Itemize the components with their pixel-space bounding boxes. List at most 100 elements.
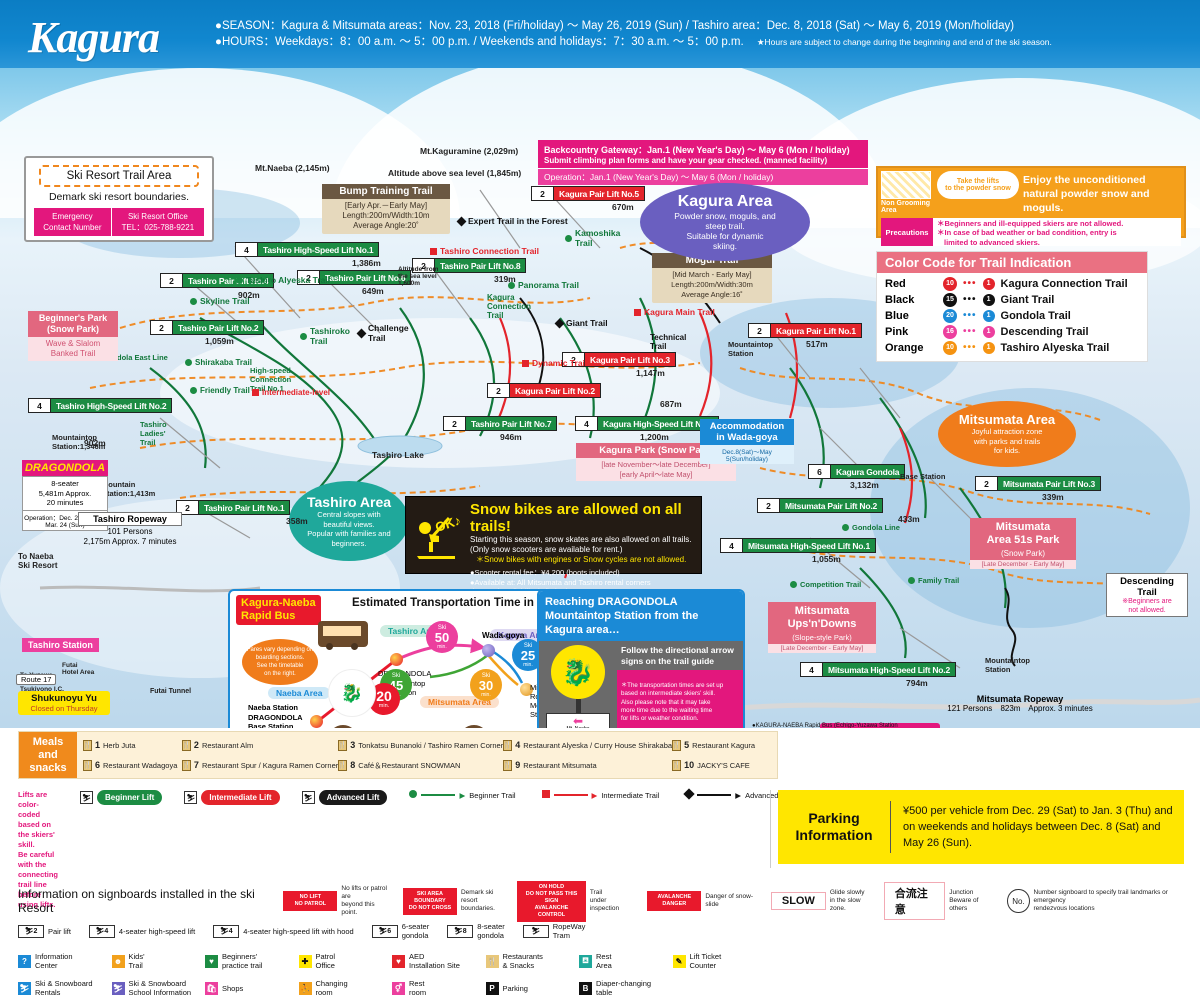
map-label-text: Gondola Line xyxy=(852,523,900,532)
mitsumata-ropeway-time: Approx. 3 minutes xyxy=(1028,704,1093,713)
lift-distance-tashiro-pair-1: 358m xyxy=(286,516,308,526)
beginner-trail-marker-icon xyxy=(190,297,197,305)
node-dragondola-top xyxy=(390,653,403,666)
backcountry-sub: Submit climbing plan forms and have your… xyxy=(544,156,828,165)
lift-icon: ⛷ xyxy=(301,791,315,804)
lift-capacity-icon: 2 xyxy=(177,501,199,514)
lift-type-icon: ⛷8 xyxy=(447,924,474,938)
map-label-text: Skyline Trail xyxy=(200,296,250,306)
sign-post xyxy=(575,699,581,713)
kagura-bubble-l2: steep trail. xyxy=(705,221,745,231)
restaurant-icon: 🍴 xyxy=(181,739,191,751)
facility-legend-item: ⛾Rest Area xyxy=(579,952,673,970)
lift-type-icon: ⛷4 xyxy=(213,924,240,938)
lift-skill-pill: ⛷Beginner Lift xyxy=(80,790,163,805)
backcountry-title: Backcountry Gateway：Jan.1 (New Year's Da… xyxy=(544,145,850,155)
descending-trail-title: Descending Trail xyxy=(1120,576,1174,598)
reaching-dragondola-panel: Reaching DRAGONDOLA Mountaintop Station … xyxy=(537,589,745,728)
lift-distance-kagura-pair-1: 517m xyxy=(806,339,828,349)
color-code-from-badge: 20 xyxy=(943,309,957,323)
trail-map-canvas[interactable]: Ski Resort Trail Area Demark ski resort … xyxy=(0,68,1200,728)
lift-capacity-icon: 4 xyxy=(721,539,743,552)
accommodation-title: Accommodation in Wada-goya xyxy=(700,419,794,445)
emergency-contact-bar: Emergency Contact Number Ski Resort Offi… xyxy=(34,208,204,236)
dragondola-logo-icon: 🐉 xyxy=(328,669,376,717)
map-label-kagura-connection: Kagura Connection Trail xyxy=(487,293,531,320)
lift-distance-kagura-pair-5: 670m xyxy=(612,202,634,212)
facility-legend-item: ⛷Ski & Snowboard School Information xyxy=(111,979,206,997)
lift-skill-pills: ⛷Beginner Lift⛷Intermediate Lift⛷Advance… xyxy=(80,790,388,805)
dragondola-length: 5,481m Approx. 20 minutes xyxy=(38,488,92,508)
backcountry-operation: Operation：Jan.1 (New Year's Day) ～ May 6… xyxy=(538,169,868,185)
ski-time-label: Ski xyxy=(523,642,533,649)
facility-label: Information Center xyxy=(35,952,73,970)
facility-label: Ski & Snowboard Rentals xyxy=(35,979,93,997)
transport-title: Estimated Transportation Time in Mt. Nae… xyxy=(352,597,592,609)
trail-marker-icon xyxy=(683,788,695,800)
lift-distance-kagura-pair-2: 687m xyxy=(660,399,682,409)
color-code-trail: Kagura Connection Trail xyxy=(1000,278,1128,290)
precautions-row: Precautions ＊Beginners and ill-equipped … xyxy=(881,218,1181,247)
hours-line: ●HOURS：Weekdays：8：00 a.m. ～ 5：00 p.m. / … xyxy=(215,34,1052,50)
dragondola-time: 20 xyxy=(376,688,392,704)
map-label-text: Futai Tunnel xyxy=(150,688,192,695)
mitsumata-area-bubble: Mitsumata Area Joyful attraction zone wi… xyxy=(938,401,1076,467)
mitsumata-ropeway-len: 823m xyxy=(1000,704,1021,713)
map-label-kamoshika-trail: Kamoshika Trail xyxy=(565,228,620,248)
reaching-title: Reaching DRAGONDOLA Mountaintop Station … xyxy=(539,591,743,641)
facility-label: Parking xyxy=(502,983,528,993)
lift-name: Tashiro Pair Lift No.6 xyxy=(320,271,411,284)
meal-number: 1 xyxy=(95,740,101,750)
facility-icon: B xyxy=(579,981,592,995)
lift-type-label: Pair lift xyxy=(48,926,71,936)
facility-label: Lift Ticket Counter xyxy=(689,952,722,970)
meal-number: 5 xyxy=(684,740,690,750)
facility-icon: ✎ xyxy=(672,954,686,968)
trail-type-legend-item: ▶Intermediate Trail xyxy=(541,790,659,800)
lift-skill-pill: ⛷Advanced Lift xyxy=(301,790,388,805)
trail-arrow-icon: ▶ xyxy=(735,790,742,800)
meal-number: 8 xyxy=(350,760,356,770)
map-label-text: Tashiro Ladies' Trail xyxy=(140,420,167,447)
map-label-skyline-trail: Skyline Trail xyxy=(190,296,250,306)
mitsumata-bubble-l1: Joyful attraction zone xyxy=(971,427,1043,437)
ski-office-tel: TEL：025-788-9221 xyxy=(121,223,195,232)
resort-logo: Kagura xyxy=(28,13,160,62)
lift-icon: ⛷ xyxy=(184,791,198,804)
ski-office-label: Ski Resort Office xyxy=(127,212,188,221)
restaurant-icon: 🍴 xyxy=(503,759,513,771)
advanced-trail-marker-icon xyxy=(356,328,367,338)
map-label-dynamic-trail: Dynamic Trail xyxy=(522,358,587,368)
lift-distance-tashiro-hs-1: 1,386m xyxy=(352,258,381,268)
signboard-desc: Number signboard to specify trail landma… xyxy=(1033,889,1168,912)
map-label-mountain-station-1413: Mountain Station:1,413m xyxy=(102,480,155,498)
map-label-challenge-trail: Challenge Trail xyxy=(356,323,409,343)
map-label-shirakaba-trail: Shirakaba Trail xyxy=(185,358,252,367)
node-wadagoya xyxy=(482,644,495,657)
lift-distance-kagura-gondola: 3,132m xyxy=(850,480,879,490)
